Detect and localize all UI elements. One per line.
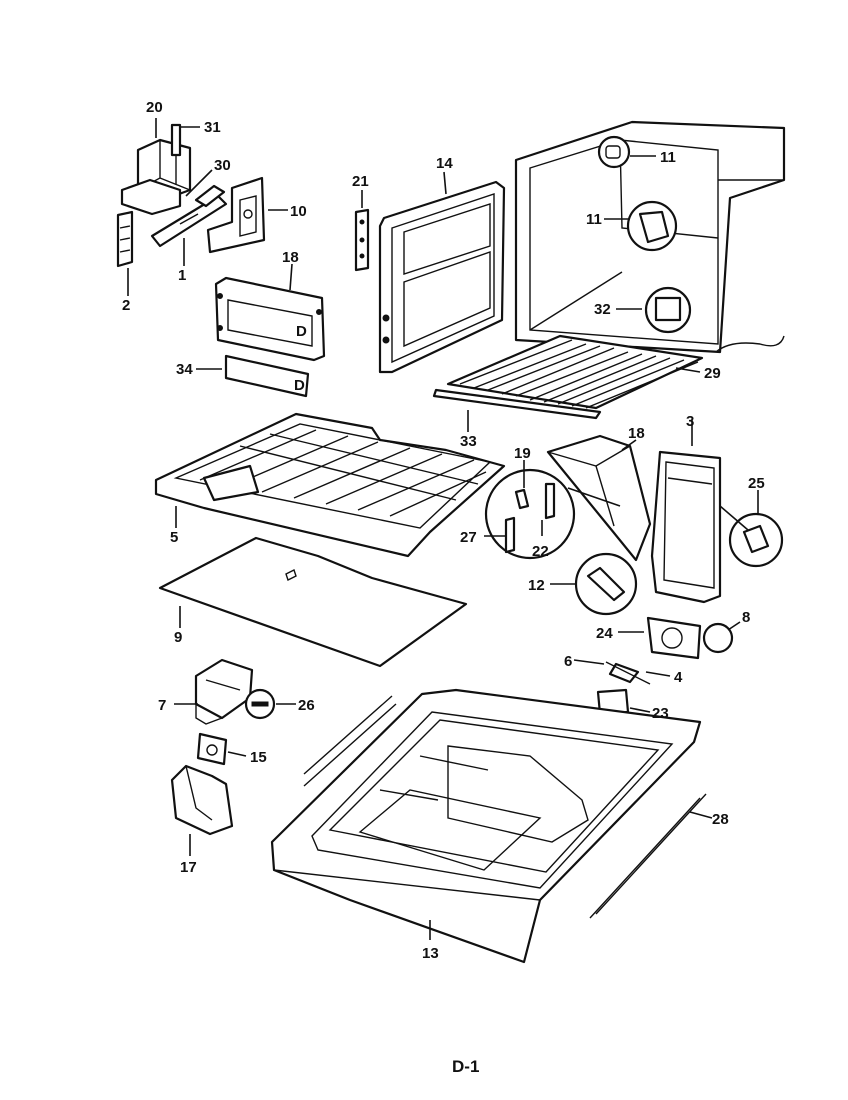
callout-10: 10 bbox=[290, 203, 307, 220]
callout-7: 7 bbox=[158, 697, 166, 714]
freezer-door-part bbox=[378, 180, 506, 374]
duct-detail-circle bbox=[484, 468, 576, 560]
switch-part bbox=[644, 286, 692, 334]
callout-25: 25 bbox=[748, 475, 765, 492]
callout-17: 17 bbox=[180, 859, 197, 876]
name-plate-part: D bbox=[224, 354, 310, 398]
callout-29: 29 bbox=[704, 365, 721, 382]
callout-4: 4 bbox=[674, 669, 683, 686]
callout-14: 14 bbox=[436, 155, 453, 172]
callout-26: 26 bbox=[298, 697, 315, 714]
callout-18-lower: 18 bbox=[628, 425, 645, 442]
control-knob-shaft-part bbox=[150, 184, 228, 248]
callout-33: 33 bbox=[460, 433, 477, 450]
callout-1: 1 bbox=[178, 267, 186, 284]
callout-3: 3 bbox=[686, 413, 694, 430]
callout-12: 12 bbox=[528, 577, 545, 594]
callout-6: 6 bbox=[564, 653, 572, 670]
callout-19: 19 bbox=[514, 445, 531, 462]
callout-18-upper: 18 bbox=[282, 249, 299, 266]
callout-22: 22 bbox=[532, 543, 549, 560]
crisper-base-part bbox=[270, 688, 707, 964]
ice-bucket-part bbox=[170, 764, 234, 836]
callout-23: 23 bbox=[652, 705, 669, 722]
svg-text:D: D bbox=[296, 323, 307, 340]
crisper-front-part: D bbox=[214, 276, 326, 362]
callout-31: 31 bbox=[204, 119, 221, 136]
page-number: D-1 bbox=[452, 1057, 479, 1076]
thermostat-bracket-part bbox=[116, 210, 134, 268]
callout-labels: 20 31 30 10 1 2 18 34 21 14 11 11 32 29 … bbox=[122, 99, 765, 962]
callout-5: 5 bbox=[170, 529, 178, 546]
ice-bracket-part bbox=[196, 732, 228, 766]
light-socket-part bbox=[626, 200, 678, 252]
wire-shelf-part bbox=[432, 334, 704, 420]
ice-tray-housing-part bbox=[194, 658, 254, 725]
svg-text:D: D bbox=[294, 377, 305, 394]
ice-fitting-detail-circle bbox=[244, 688, 276, 720]
callout-13: 13 bbox=[422, 945, 439, 962]
control-housing-part bbox=[120, 123, 192, 216]
callout-8: 8 bbox=[742, 609, 750, 626]
callout-9: 9 bbox=[174, 629, 182, 646]
callout-32: 32 bbox=[594, 301, 611, 318]
callout-34: 34 bbox=[176, 361, 193, 378]
damper-detail-circle bbox=[574, 552, 638, 616]
hinge-part bbox=[354, 208, 370, 272]
callout-24: 24 bbox=[596, 625, 613, 642]
glass-shelf-part bbox=[158, 536, 468, 668]
callout-28: 28 bbox=[712, 811, 729, 828]
defrost-timer-part bbox=[728, 512, 784, 568]
callout-20: 20 bbox=[146, 99, 163, 116]
control-panel-cover-part bbox=[206, 176, 266, 254]
evaporator-cover-part bbox=[650, 450, 722, 604]
callout-11-top: 11 bbox=[660, 149, 676, 166]
callout-27: 27 bbox=[460, 529, 477, 546]
leader-lines bbox=[127, 118, 759, 940]
callout-21: 21 bbox=[352, 173, 369, 190]
shelf-tray-part bbox=[154, 412, 506, 558]
callout-15: 15 bbox=[250, 749, 267, 766]
callout-11-side: 11 bbox=[586, 211, 602, 228]
callout-2: 2 bbox=[122, 297, 130, 314]
fan-motor-assembly-part bbox=[596, 616, 734, 716]
callout-30: 30 bbox=[214, 157, 231, 174]
light-bulb-top-part bbox=[597, 135, 631, 169]
